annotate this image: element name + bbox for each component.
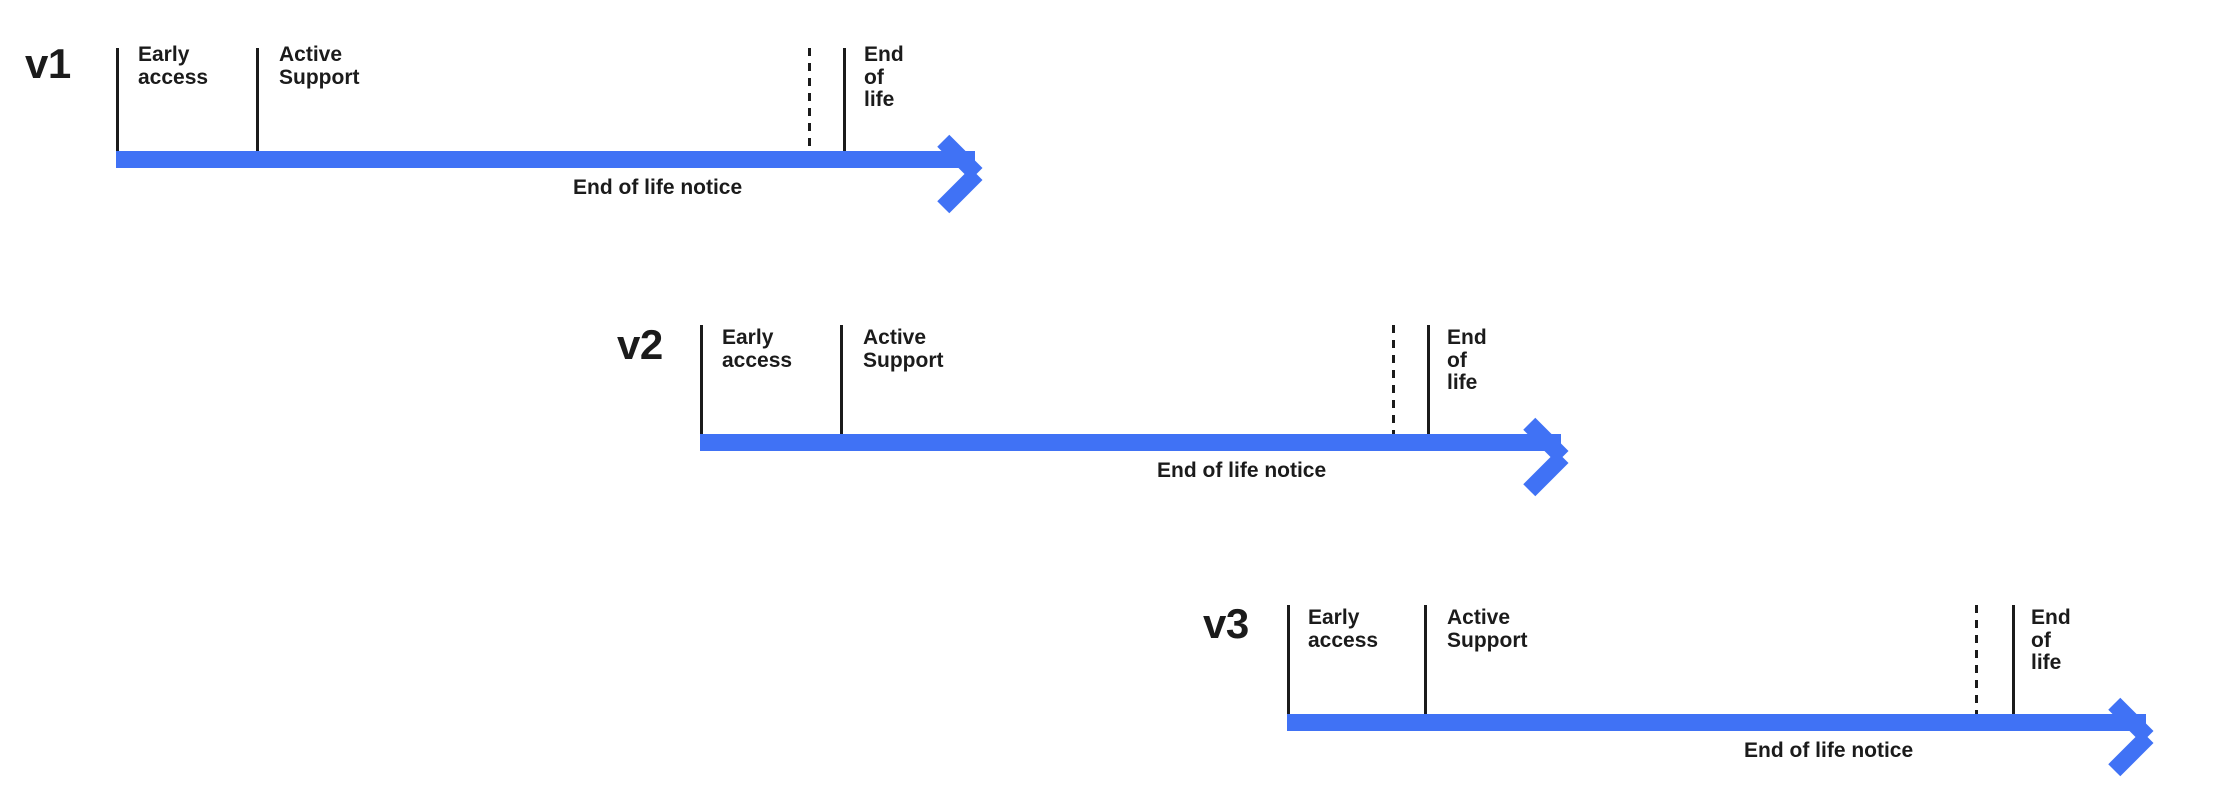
arrow-lower-stroke [1523, 450, 1569, 497]
end-of-life-notice-label: End of life notice [573, 176, 743, 199]
active-support-label: Active Support [279, 43, 360, 89]
arrow-lower-stroke [2108, 730, 2154, 777]
early-access-label: Early access [722, 326, 793, 372]
end-of-life-notice-marker [1392, 325, 1395, 434]
start-divider [1287, 605, 1290, 714]
phase-divider [840, 325, 843, 434]
timeline-arrow-head [1523, 410, 1604, 497]
end-of-life-notice-marker [808, 48, 811, 151]
timeline-arrow-head [2108, 690, 2189, 777]
version-label-v1: v1 [25, 40, 71, 87]
timeline-bar [700, 434, 1561, 451]
end-of-life-label: End of life [2031, 606, 2071, 675]
early-access-label: Early access [1308, 606, 1379, 652]
version-label-v3: v3 [1203, 600, 1249, 647]
end-of-life-notice-marker [1975, 605, 1978, 714]
end-of-life-notice-label: End of life notice [1157, 459, 1327, 482]
active-support-label: Active Support [1447, 606, 1528, 652]
early-access-label: Early access [138, 43, 209, 89]
timeline-bar [116, 151, 975, 168]
timeline-bar [1287, 714, 2146, 731]
active-support-label: Active Support [863, 326, 944, 372]
timeline-arrow-head [937, 127, 1018, 214]
phase-divider [1424, 605, 1427, 714]
version-label-v2: v2 [617, 321, 663, 368]
arrow-lower-stroke [937, 167, 983, 214]
end-of-life-label: End of life [864, 43, 904, 112]
start-divider [700, 325, 703, 434]
start-divider [116, 48, 119, 151]
end-of-life-divider [843, 48, 846, 151]
end-of-life-label: End of life [1447, 326, 1487, 395]
end-of-life-divider [1427, 325, 1430, 434]
phase-divider [256, 48, 259, 151]
end-of-life-notice-label: End of life notice [1744, 739, 1914, 762]
end-of-life-divider [2012, 605, 2015, 714]
